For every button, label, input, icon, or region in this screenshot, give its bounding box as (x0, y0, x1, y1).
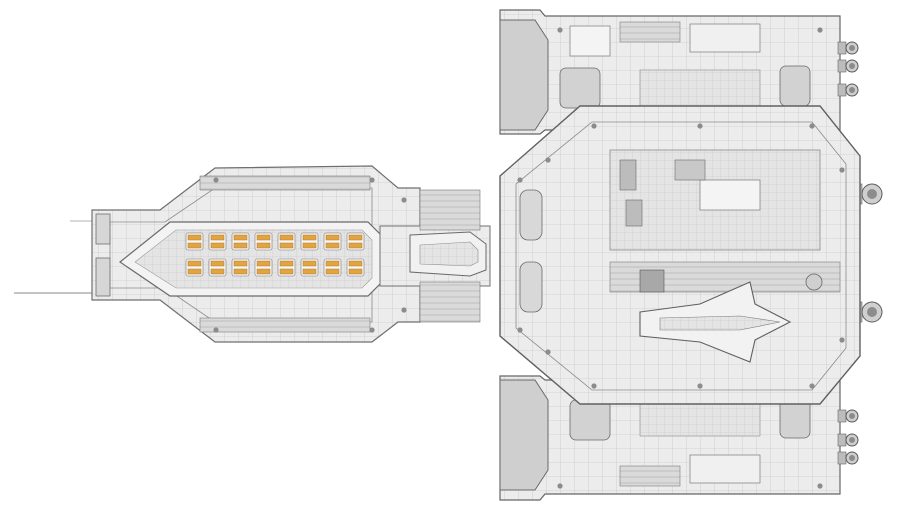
rivet (545, 349, 551, 355)
thruster-nozzle (837, 409, 859, 423)
thruster-nozzle (837, 433, 859, 447)
rivet (213, 327, 219, 333)
rivet (591, 123, 597, 129)
seat-icon (185, 232, 204, 251)
seat-icon (208, 232, 227, 251)
seat-icon (254, 232, 273, 251)
rivet (213, 177, 219, 183)
thruster-nozzle (837, 41, 859, 55)
seat-icon (254, 258, 273, 277)
lower-engine-pod (499, 375, 841, 501)
seat-icon (300, 232, 319, 251)
hull-rivets (213, 27, 845, 489)
rivet (517, 177, 523, 183)
thruster-nozzle (837, 83, 859, 97)
rivet (809, 123, 815, 129)
rivet (369, 327, 375, 333)
seat-icon (185, 258, 204, 277)
rivet (839, 337, 845, 343)
seat-icon (346, 258, 365, 277)
rivet (809, 383, 815, 389)
rivet (401, 307, 407, 313)
rivet (557, 27, 563, 33)
connector-neck (379, 189, 491, 323)
seat-icon (277, 232, 296, 251)
rivet (817, 483, 823, 489)
rivet (697, 383, 703, 389)
thruster-nozzle (837, 59, 859, 73)
cockpit-module (118, 221, 383, 297)
upper-engine-pod (499, 9, 841, 135)
seat-icon (231, 258, 250, 277)
rivet (517, 327, 523, 333)
rivet (591, 383, 597, 389)
nose-antennas (14, 220, 104, 294)
seat-icon (346, 232, 365, 251)
seat-icon (323, 232, 342, 251)
cockpit-seats (185, 232, 365, 277)
seat-icon (323, 258, 342, 277)
rivet (697, 123, 703, 129)
seat-icon (208, 258, 227, 277)
rivet (545, 157, 551, 163)
thruster-nozzle (837, 451, 859, 465)
rivet (839, 167, 845, 173)
seat-icon (277, 258, 296, 277)
rivet (557, 483, 563, 489)
seat-icon (300, 258, 319, 277)
main-hull (499, 105, 861, 405)
rivet (401, 197, 407, 203)
seat-icon (231, 232, 250, 251)
rivet (369, 177, 375, 183)
rivet (817, 27, 823, 33)
